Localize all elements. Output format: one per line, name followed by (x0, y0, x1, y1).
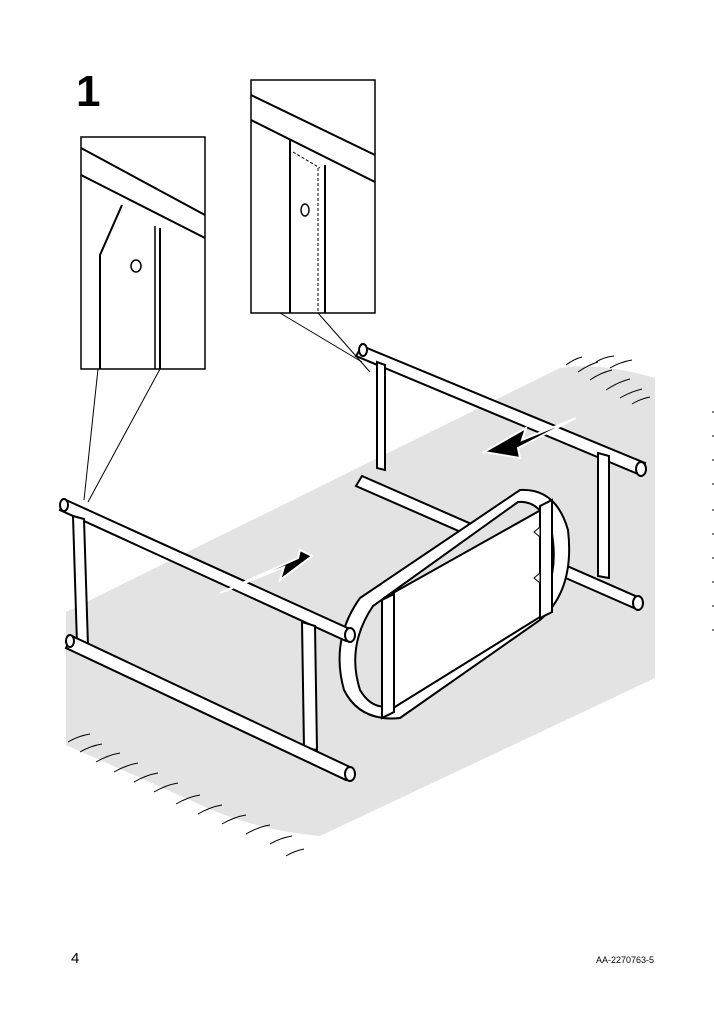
front-frame (58, 498, 356, 782)
push-arrow-icon (219, 548, 314, 594)
document-code: AA-2270763-5 (595, 955, 654, 965)
push-arrow-icon (481, 417, 577, 460)
tube-slot-detail-icon (80, 136, 206, 503)
step-number: 1 (76, 67, 101, 116)
tube-slot-dashed-detail-icon (250, 79, 376, 373)
seat-panel (338, 488, 571, 720)
page-number: 4 (71, 950, 80, 967)
